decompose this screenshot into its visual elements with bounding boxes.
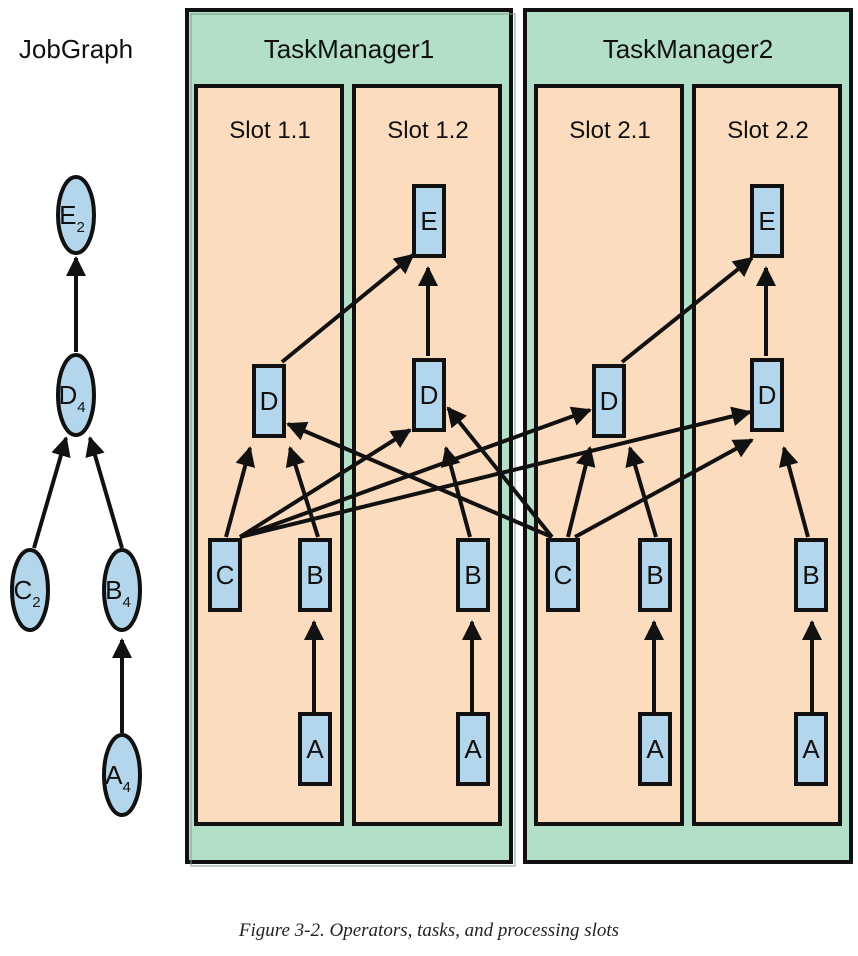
edge-s21-b-d [625, 446, 658, 538]
jobgraph-node-e: E2 [56, 175, 96, 255]
slot-1-1-label: Slot 1.1 [229, 117, 310, 144]
taskmanager-1-title: TaskManager1 [264, 34, 435, 64]
task-d-slot-2-1-label: D [600, 386, 619, 416]
task-a-slot-1-2 [456, 712, 490, 786]
task-d-slot-2-2 [750, 358, 784, 432]
slot-1-1 [194, 84, 344, 826]
jobgraph-node-a-sub: 4 [123, 779, 131, 796]
task-e-slot-1-2 [412, 184, 446, 258]
edge-s11-c-d [224, 446, 255, 538]
jobgraph: JobGraph E2 D4 C2 B4 A4 [10, 34, 142, 817]
edge-c11-d12 [238, 428, 412, 539]
task-d-slot-1-2 [412, 358, 446, 432]
task-d-slot-1-2-label: D [420, 380, 439, 410]
task-c-slot-2-1 [546, 538, 580, 612]
slot-2-1-label: Slot 2.1 [569, 117, 650, 144]
task-e-slot-2-2-label: E [758, 206, 775, 236]
task-b-slot-1-1 [298, 538, 332, 612]
edge-jg-b-d [85, 436, 124, 549]
task-b-slot-2-1-label: B [646, 560, 663, 590]
slot-2-2-label: Slot 2.2 [727, 117, 808, 144]
edge-s21-d-e [620, 256, 754, 364]
task-a-slot-1-1-label: A [306, 734, 324, 764]
jobgraph-node-a-id: A [105, 760, 123, 790]
slot-1-2 [352, 84, 502, 826]
task-d-slot-1-1 [252, 364, 286, 438]
jobgraph-node-d: D4 [56, 353, 96, 437]
task-d-slot-2-2-label: D [758, 380, 777, 410]
task-a-slot-2-2-label: A [802, 734, 820, 764]
taskmanager-1: TaskManager1 Slot 1.1 Slot 1.2 [185, 8, 516, 867]
edge-c21-d12 [446, 406, 554, 539]
task-nodes [208, 184, 828, 786]
task-b-slot-1-2-label: B [464, 560, 481, 590]
jobgraph-node-c-id: C [13, 575, 32, 605]
task-a-slot-1-1 [298, 712, 332, 786]
task-c-slot-1-1-label: C [216, 560, 235, 590]
edge-s12-b-d [441, 446, 472, 538]
edge-c11-d22 [239, 406, 752, 539]
jobgraph-node-b-sub: 4 [123, 594, 131, 611]
task-b-slot-2-2-label: B [802, 560, 819, 590]
task-c-slot-2-1-label: C [554, 560, 573, 590]
edge-s11-b-d [285, 446, 320, 538]
svg-text:E2: E2 [59, 200, 85, 236]
taskmanager-2-title: TaskManager2 [603, 34, 774, 64]
svg-text:A4: A4 [105, 760, 131, 796]
jobgraph-node-d-sub: 4 [77, 399, 85, 416]
jobgraph-node-b-id: B [105, 575, 122, 605]
task-a-slot-2-2 [794, 712, 828, 786]
slot-1-2-label: Slot 1.2 [387, 117, 468, 144]
task-a-slot-1-2-label: A [464, 734, 482, 764]
edge-jg-c-d [32, 436, 71, 549]
svg-text:B4: B4 [105, 575, 131, 611]
task-labels: D C B A E D B A D C B A E D B A [216, 206, 821, 764]
svg-text:D4: D4 [58, 380, 85, 416]
jobgraph-node-c: C2 [10, 548, 50, 632]
jobgraph-title: JobGraph [19, 34, 133, 64]
jobgraph-node-e-id: E [59, 200, 76, 230]
edge-s11-d-e [280, 253, 415, 364]
task-b-slot-1-2 [456, 538, 490, 612]
edge-c21-d11 [286, 421, 553, 539]
slot-2-1 [534, 84, 684, 826]
edge-c21-d21 [566, 446, 596, 538]
task-d-slot-1-1-label: D [260, 386, 279, 416]
task-e-slot-2-2 [750, 184, 784, 258]
task-a-slot-2-1 [638, 712, 672, 786]
jobgraph-node-c-sub: 2 [32, 594, 40, 611]
svg-text:C2: C2 [13, 575, 40, 611]
figure-caption: Figure 3-2. Operators, tasks, and proces… [238, 920, 620, 941]
jobgraph-node-b: B4 [102, 548, 142, 632]
task-c-slot-1-1 [208, 538, 242, 612]
task-a-slot-2-1-label: A [646, 734, 664, 764]
jobgraph-node-e-sub: 2 [77, 219, 85, 236]
jobgraph-node-a: A4 [102, 733, 142, 817]
edge-s22-b-d [779, 446, 810, 538]
task-b-slot-1-1-label: B [306, 560, 323, 590]
task-b-slot-2-2 [794, 538, 828, 612]
edge-c11-d21 [239, 406, 592, 539]
task-edges [32, 253, 822, 733]
edge-c21-d22 [574, 438, 754, 539]
task-e-slot-1-2-label: E [420, 206, 437, 236]
jobgraph-node-d-id: D [58, 380, 77, 410]
task-b-slot-2-1 [638, 538, 672, 612]
task-d-slot-2-1 [592, 364, 626, 438]
